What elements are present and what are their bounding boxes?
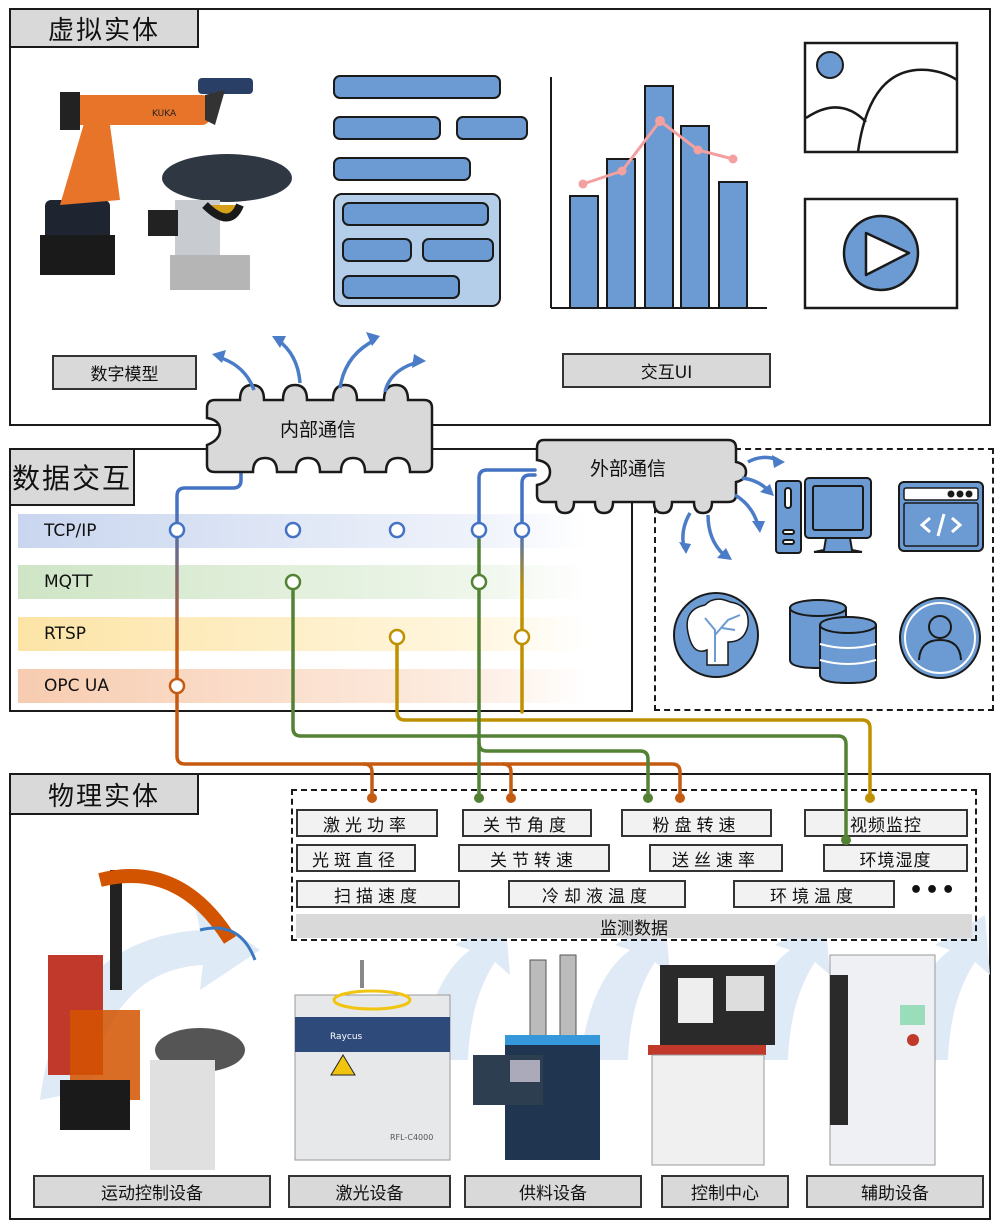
monitor-ambient-temp: 环境温度: [733, 880, 895, 908]
monitor-humidity: 环境湿度: [823, 844, 968, 872]
motion-control-equipment-image: [48, 869, 257, 1170]
protocol-band-rtsp: RTSP: [18, 617, 586, 651]
node-tcp: [388, 521, 406, 539]
kuka-robot-icon: KUKA: [40, 78, 253, 275]
computer-icon: [775, 477, 872, 554]
line-mqtt-external: [477, 468, 537, 584]
node-mqtt: [284, 573, 302, 591]
web-code-icon: [898, 481, 984, 552]
protocol-label: RTSP: [44, 624, 87, 644]
line-rtsp-external: [520, 473, 537, 639]
monitor-spot-diameter: 光斑直径: [296, 844, 416, 872]
monitoring-data-title: 监测数据: [296, 914, 972, 939]
protocol-band-opcua: OPC UA: [18, 669, 586, 703]
chart-bar: [569, 195, 599, 309]
device-label-feeding: 供料设备: [464, 1175, 642, 1208]
interactive-ui-label: 交互UI: [562, 353, 771, 388]
monitoring-data-panel: [291, 789, 977, 941]
auxiliary-equipment-image: [829, 954, 936, 1166]
chart-bar: [680, 125, 710, 309]
chart-bar: [606, 158, 636, 309]
digital-model-label: 数字模型: [52, 355, 197, 390]
node-tcp: [168, 521, 186, 539]
node-opcua: [168, 677, 186, 695]
protocol-band-tcp: TCP/IP: [18, 514, 586, 548]
device-label-control-center: 控制中心: [661, 1175, 789, 1208]
monitor-powder-disk-speed: 粉盘转速: [621, 809, 772, 837]
line-opcua-internal: [175, 458, 243, 688]
data-interaction-title: 数据交互: [9, 448, 135, 506]
node-tcp: [513, 521, 531, 539]
laser-equipment-image: Raycus RFL-C4000: [294, 960, 451, 1161]
svg-text:KUKA: KUKA: [152, 109, 177, 119]
feeding-equipment-image: [473, 954, 600, 1160]
svg-text:Raycus: Raycus: [330, 1032, 363, 1042]
monitor-scan-speed: 扫描速度: [296, 880, 460, 908]
svg-text:RFL-C4000: RFL-C4000: [390, 1133, 433, 1142]
monitor-video: 视频监控: [804, 809, 968, 837]
positioner-model-icon: [148, 154, 292, 290]
device-label-laser: 激光设备: [288, 1175, 451, 1208]
protocol-label: TCP/IP: [44, 521, 97, 541]
device-label-motion-control: 运动控制设备: [33, 1175, 271, 1208]
ai-brain-icon: [673, 592, 759, 678]
node-rtsp: [388, 628, 406, 646]
video-play-icon: [803, 197, 959, 310]
node-mqtt: [470, 573, 488, 591]
database-icon: [789, 599, 877, 685]
monitor-joint-angle: 关节角度: [462, 809, 592, 837]
protocol-label: OPC UA: [44, 676, 109, 696]
internal-comm-label: 内部通信: [280, 419, 356, 441]
image-icon: [803, 41, 959, 154]
external-services-panel: [654, 448, 994, 711]
virtual-entity-title: 虚拟实体: [9, 8, 199, 48]
monitor-joint-speed: 关节转速: [458, 844, 610, 872]
more-ellipsis: •••: [909, 878, 958, 903]
device-label-auxiliary: 辅助设备: [806, 1175, 984, 1208]
physical-entity-title: 物理实体: [9, 773, 199, 815]
arrow-head-icon: [366, 332, 380, 346]
node-tcp: [284, 521, 302, 539]
control-center-image: [648, 965, 775, 1166]
external-comm-label: 外部通信: [590, 458, 666, 480]
arrow-head-icon: [272, 336, 286, 348]
monitor-wire-feed-rate: 送丝速率: [649, 844, 783, 872]
node-rtsp: [513, 628, 531, 646]
arrow-head-icon: [412, 354, 426, 368]
monitor-laser-power: 激光功率: [296, 809, 438, 837]
chart-bar: [718, 181, 748, 309]
arrow-head-icon: [212, 350, 226, 363]
user-icon: [899, 597, 981, 679]
monitor-coolant-temp: 冷却液温度: [508, 880, 686, 908]
protocol-band-mqtt: MQTT: [18, 565, 586, 599]
protocol-label: MQTT: [44, 572, 93, 592]
node-tcp: [470, 521, 488, 539]
